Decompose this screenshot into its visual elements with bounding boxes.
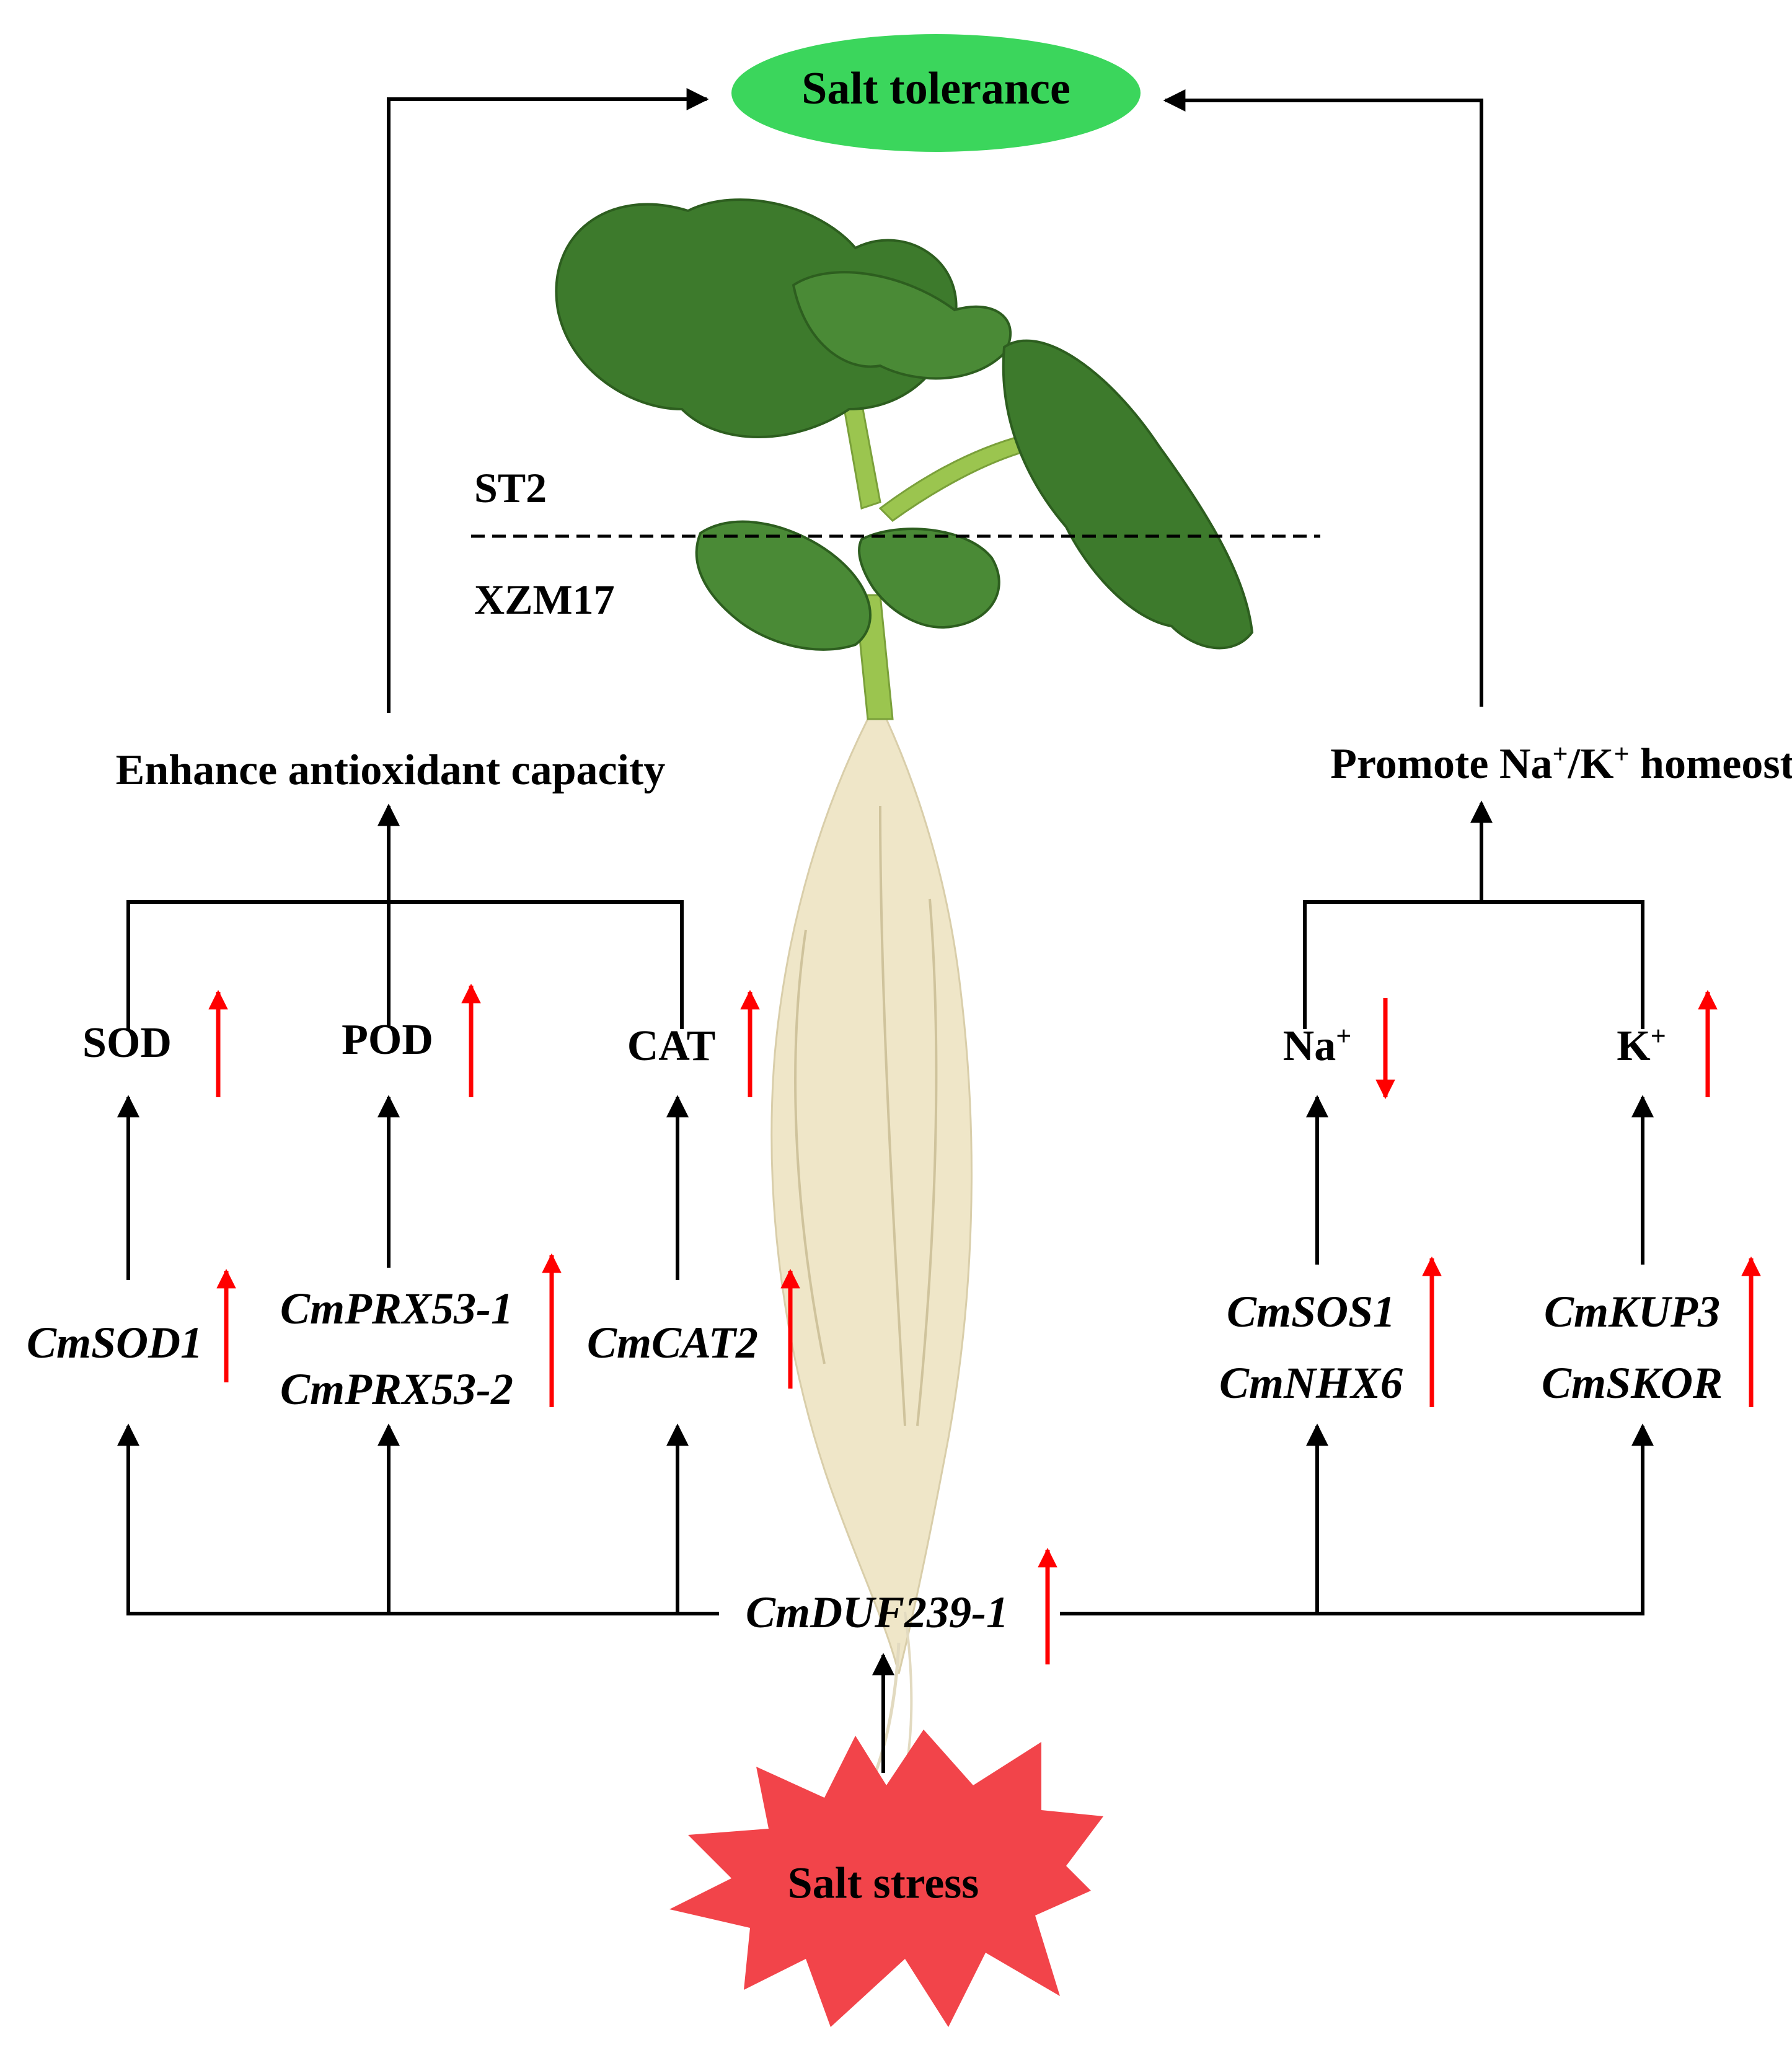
homeostasis-label: Promote Na+/K+ homeostasis [1330, 739, 1792, 789]
k-label: K+ [1617, 1021, 1666, 1071]
rootstock-bottom-label: XZM17 [474, 576, 615, 623]
cmsos1-label: CmSOS1 [1227, 1287, 1395, 1336]
na-label: Na+ [1283, 1021, 1352, 1071]
cmprx53-2-label: CmPRX53-2 [280, 1364, 513, 1414]
salt-stress-burst [669, 1730, 1103, 2027]
pod-label: POD [342, 1016, 433, 1064]
antioxidant-to-tolerance-line [387, 88, 709, 713]
rootstock-top-label: ST2 [474, 464, 547, 511]
cmskor-label: CmSKOR [1542, 1358, 1723, 1408]
leaves [555, 198, 1254, 651]
cmcat2-label: CmCAT2 [587, 1318, 758, 1367]
cmsod1-label: CmSOD1 [27, 1318, 203, 1367]
homeostasis-to-tolerance-line [1163, 89, 1483, 707]
duf-to-ion-genes-line [1060, 1423, 1654, 1615]
salt-tolerance-node [731, 34, 1141, 152]
salt-tolerance-label: Salt tolerance [801, 63, 1070, 114]
ion-bracket [1303, 900, 1644, 1029]
enzyme-bracket [126, 900, 684, 1029]
cmduf239-label: CmDUF239-1 [746, 1588, 1009, 1637]
salt-stress-label: Salt stress [788, 1858, 979, 1908]
sod-label: SOD [82, 1019, 172, 1067]
plant-illustration [555, 198, 1254, 1924]
cmkup3-label: CmKUP3 [1544, 1287, 1720, 1336]
cat-label: CAT [627, 1022, 716, 1070]
cmnhx6-label: CmNHX6 [1219, 1358, 1403, 1408]
antioxidant-label: Enhance antioxidant capacity [116, 746, 666, 794]
duf-to-antioxidant-genes-line [117, 1423, 719, 1615]
root-mass [749, 718, 973, 1924]
cmprx53-1-label: CmPRX53-1 [280, 1284, 513, 1333]
